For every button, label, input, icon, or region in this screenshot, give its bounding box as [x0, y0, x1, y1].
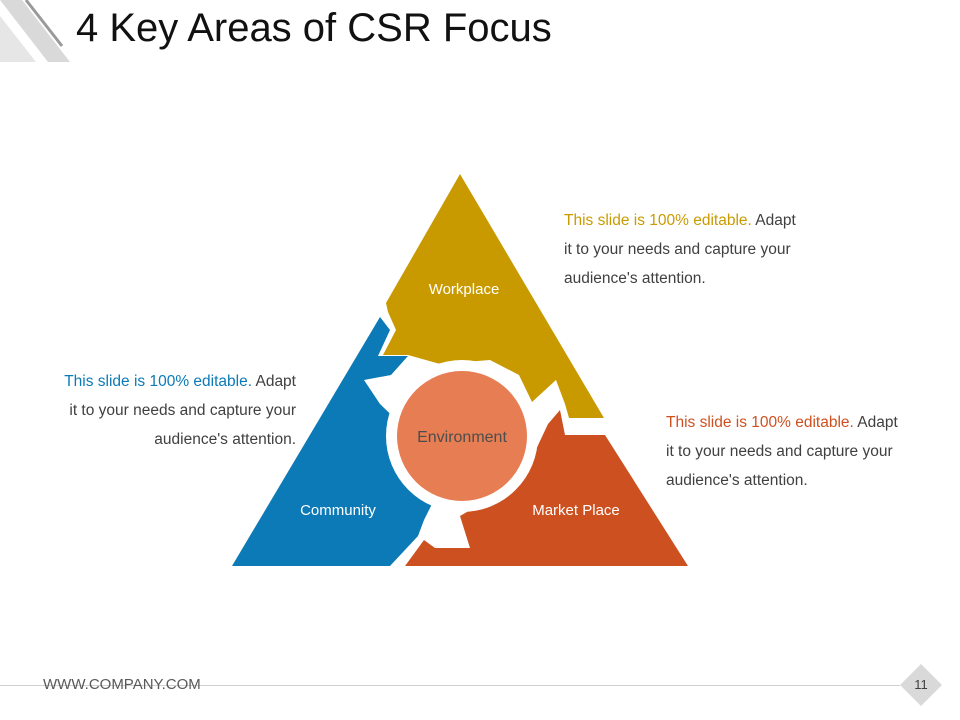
callout-line: it to your needs and capture your — [69, 402, 296, 419]
callout-line: This slide is 100% editable. Adapt — [564, 206, 824, 235]
callout-line: audience's attention. — [154, 431, 296, 448]
page-title: 4 Key Areas of CSR Focus — [76, 6, 552, 50]
callout-highlight: This slide is 100% editable. — [666, 414, 854, 431]
workplace-segment — [383, 174, 604, 418]
callout-text: Adapt — [853, 414, 898, 431]
workplace-callout: This slide is 100% editable. Adapt it to… — [564, 206, 824, 293]
footer-url: WWW.COMPANY.COM — [43, 676, 201, 693]
callout-line: it to your needs and capture your — [564, 241, 791, 258]
marketplace-label: Market Place — [532, 502, 620, 519]
callout-highlight: This slide is 100% editable. — [64, 373, 253, 390]
page-number-badge — [900, 664, 942, 706]
corner-decoration — [0, 0, 70, 62]
environment-circle — [397, 371, 527, 501]
marketplace-callout: This slide is 100% editable. Adapt it to… — [666, 408, 926, 495]
footer-divider — [0, 685, 900, 686]
community-callout: This slide is 100% editable. Adapt it to… — [36, 367, 296, 454]
environment-label: Environment — [417, 429, 507, 446]
community-label: Community — [300, 502, 376, 519]
callout-line: it to your needs and capture your — [666, 443, 893, 460]
marketplace-segment — [405, 410, 688, 566]
page-number: 11 — [914, 677, 928, 692]
callout-line: This slide is 100% editable. Adapt — [666, 408, 926, 437]
callout-text: Adapt — [751, 212, 796, 229]
workplace-label: Workplace — [429, 281, 500, 298]
callout-line: audience's attention. — [564, 270, 706, 287]
callout-text: Adapt — [252, 373, 296, 390]
community-segment — [232, 317, 437, 566]
callout-highlight: This slide is 100% editable. — [564, 212, 752, 229]
callout-line: This slide is 100% editable. Adapt — [36, 367, 296, 396]
callout-line: audience's attention. — [666, 472, 808, 489]
